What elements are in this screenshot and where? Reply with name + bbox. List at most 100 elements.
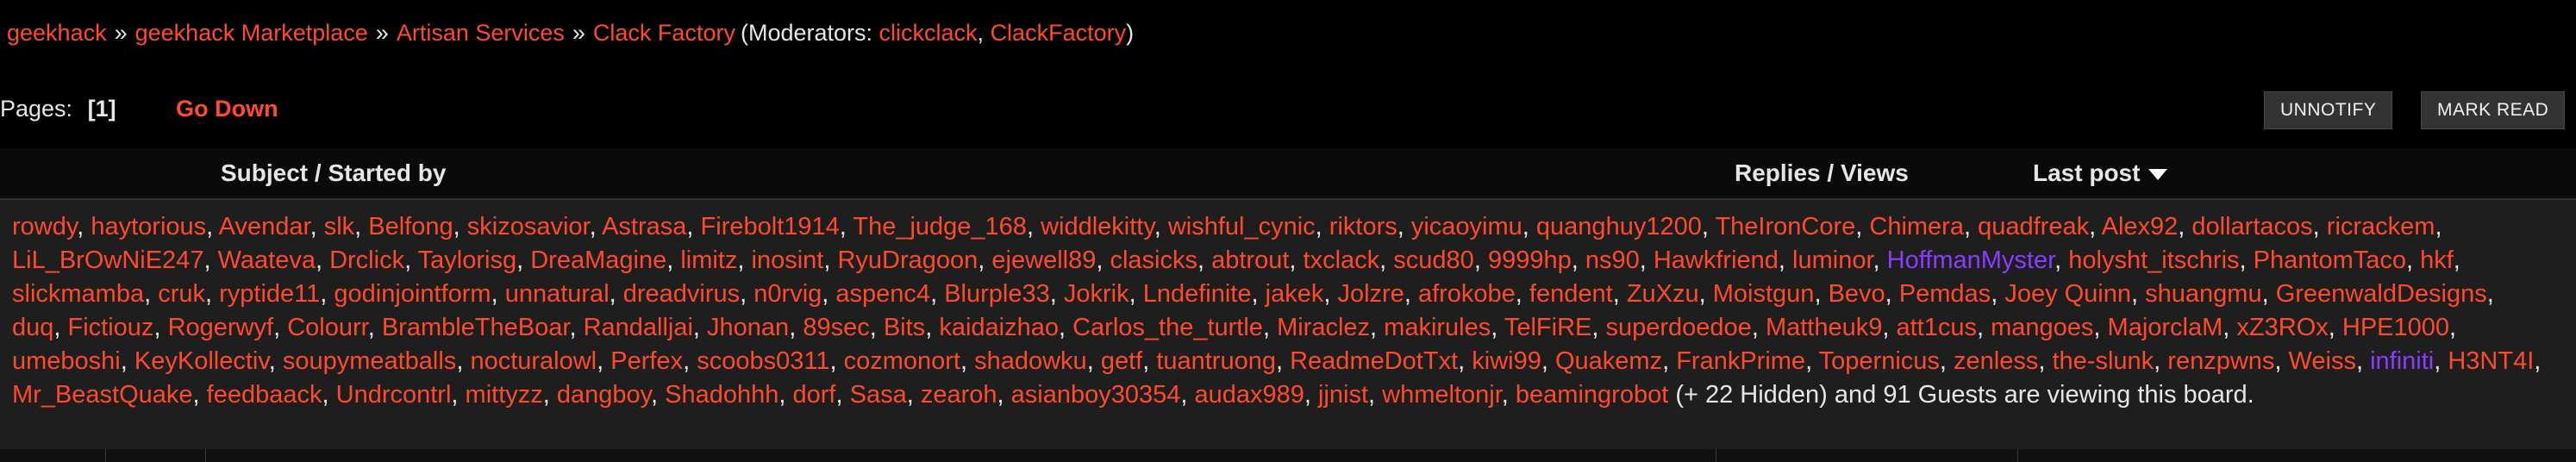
moderator-link-clickclack[interactable]: clickclack	[878, 20, 978, 46]
viewer-user-link[interactable]: PhantomTaco	[2253, 247, 2406, 274]
viewer-user-link[interactable]: Taylorisg	[417, 247, 517, 274]
viewer-user-link[interactable]: feedbaack	[206, 381, 322, 409]
viewer-user-link[interactable]: The_judge_168	[853, 213, 1027, 240]
viewer-user-link[interactable]: Weiss	[2288, 347, 2356, 375]
viewer-user-link[interactable]: Astrasa	[602, 213, 687, 240]
viewer-user-link[interactable]: makirules	[1384, 314, 1491, 341]
viewer-user-link[interactable]: 9999hp	[1487, 247, 1572, 274]
viewer-user-link[interactable]: HoffmanMyster	[1886, 247, 2055, 274]
viewer-user-link[interactable]: LiL_BrOwNiE247	[12, 247, 204, 274]
viewer-user-link[interactable]: n0rvig	[753, 280, 822, 308]
viewer-user-link[interactable]: holysht_itschris	[2068, 247, 2240, 274]
viewer-user-link[interactable]: ejewell89	[991, 247, 1097, 274]
mark-read-button[interactable]: MARK READ	[2421, 91, 2566, 129]
viewer-user-link[interactable]: Fictiouz	[67, 314, 154, 341]
viewer-user-link[interactable]: TheIronCore	[1715, 213, 1856, 240]
breadcrumb-link-clack-factory[interactable]: Clack Factory	[592, 20, 735, 46]
viewer-user-link[interactable]: slk	[323, 213, 355, 240]
breadcrumb-link-marketplace[interactable]: geekhack Marketplace	[134, 20, 368, 46]
viewer-user-link[interactable]: wishful_cynic	[1167, 213, 1316, 240]
viewer-user-link[interactable]: slickmamba	[12, 280, 145, 308]
viewer-user-link[interactable]: ZuXzu	[1626, 280, 1699, 308]
viewer-user-link[interactable]: hkf	[2420, 247, 2454, 274]
viewer-user-link[interactable]: FrankPrime	[1676, 347, 1806, 375]
viewer-user-link[interactable]: whmeltonjr	[1382, 381, 1502, 409]
viewer-user-link[interactable]: H3NT4I	[2448, 347, 2535, 375]
viewer-user-link[interactable]: haytorious	[91, 213, 207, 240]
viewer-user-link[interactable]: zearoh	[920, 381, 997, 409]
viewer-user-link[interactable]: ricrackem	[2326, 213, 2435, 240]
viewer-user-link[interactable]: duq	[12, 314, 54, 341]
viewer-user-link[interactable]: Joey Quinn	[2004, 280, 2132, 308]
viewer-user-link[interactable]: Waateva	[217, 247, 316, 274]
viewer-user-link[interactable]: Mr_BeastQuake	[12, 381, 193, 409]
unnotify-button[interactable]: UNNOTIFY	[2264, 91, 2393, 129]
viewer-user-link[interactable]: afrokobe	[1417, 280, 1516, 308]
viewer-user-link[interactable]: Lndefinite	[1142, 280, 1252, 308]
viewer-user-link[interactable]: KeyKollectiv	[134, 347, 269, 375]
viewer-user-link[interactable]: beamingrobot	[1515, 381, 1669, 409]
viewer-user-link[interactable]: ReadmeDotTxt	[1290, 347, 1459, 375]
go-down-link[interactable]: Go Down	[176, 96, 278, 122]
viewer-user-link[interactable]: Colourr	[287, 314, 368, 341]
viewer-user-link[interactable]: zenless	[1954, 347, 2039, 375]
viewer-user-link[interactable]: yicaoyimu	[1410, 213, 1522, 240]
viewer-user-link[interactable]: Mattheuk9	[1765, 314, 1883, 341]
viewer-user-link[interactable]: Shadohhh	[665, 381, 779, 409]
viewer-user-link[interactable]: ryptide11	[219, 280, 321, 308]
viewer-user-link[interactable]: att1cus	[1896, 314, 1977, 341]
viewer-user-link[interactable]: ns90	[1585, 247, 1640, 274]
viewer-user-link[interactable]: skizosavior	[466, 213, 590, 240]
viewer-user-link[interactable]: Blurple33	[944, 280, 1050, 308]
breadcrumb-link-geekhack[interactable]: geekhack	[7, 20, 107, 46]
viewer-user-link[interactable]: renzpwns	[2167, 347, 2275, 375]
viewer-user-link[interactable]: jjnist	[1318, 381, 1369, 409]
viewer-user-link[interactable]: getf	[1100, 347, 1143, 375]
viewer-user-link[interactable]: Miraclez	[1277, 314, 1371, 341]
viewer-user-link[interactable]: cozmonort	[843, 347, 960, 375]
viewer-user-link[interactable]: HPE1000	[2342, 314, 2450, 341]
viewer-user-link[interactable]: godinjointform	[334, 280, 491, 308]
viewer-user-link[interactable]: BrambleTheBoar	[381, 314, 570, 341]
viewer-user-link[interactable]: cruk	[158, 280, 206, 308]
viewer-user-link[interactable]: unnatural	[504, 280, 610, 308]
viewer-user-link[interactable]: clasicks	[1110, 247, 1197, 274]
viewer-user-link[interactable]: tuantruong	[1156, 347, 1276, 375]
viewer-user-link[interactable]: audax989	[1194, 381, 1304, 409]
viewer-user-link[interactable]: Drclick	[329, 247, 405, 274]
viewer-user-link[interactable]: txclack	[1303, 247, 1380, 274]
viewer-user-link[interactable]: Firebolt1914	[700, 213, 840, 240]
viewer-user-link[interactable]: Pemdas	[1898, 280, 1991, 308]
viewer-user-link[interactable]: rowdy	[12, 213, 78, 240]
sort-subject-header[interactable]: Subject / Started by	[221, 159, 447, 186]
viewer-user-link[interactable]: quadfreak	[1978, 213, 2090, 240]
viewer-user-link[interactable]: Sasa	[849, 381, 907, 409]
viewer-user-link[interactable]: Undrcontrl	[335, 381, 452, 409]
viewer-user-link[interactable]: asianboy30354	[1010, 381, 1181, 409]
viewer-user-link[interactable]: dreadvirus	[622, 280, 741, 308]
viewer-user-link[interactable]: umeboshi	[12, 347, 121, 375]
viewer-user-link[interactable]: Rogerwyf	[167, 314, 274, 341]
viewer-user-link[interactable]: kaidaizhao	[939, 314, 1059, 341]
viewer-user-link[interactable]: the-slunk	[2052, 347, 2154, 375]
moderator-link-clackfactory[interactable]: ClackFactory	[990, 20, 1127, 46]
breadcrumb-link-artisan-services[interactable]: Artisan Services	[396, 20, 565, 46]
viewer-user-link[interactable]: Bits	[883, 314, 926, 341]
viewer-user-link[interactable]: Jokrik	[1063, 280, 1129, 308]
viewer-user-link[interactable]: inosint	[751, 247, 824, 274]
viewer-user-link[interactable]: Bevo	[1828, 280, 1885, 308]
viewer-user-link[interactable]: Perfex	[610, 347, 684, 375]
viewer-user-link[interactable]: Avendar	[218, 213, 310, 240]
viewer-user-link[interactable]: scud80	[1393, 247, 1474, 274]
viewer-user-link[interactable]: superdoedoe	[1605, 314, 1752, 341]
viewer-user-link[interactable]: Carlos_the_turtle	[1072, 314, 1263, 341]
viewer-user-link[interactable]: kiwi99	[1472, 347, 1541, 375]
viewer-user-link[interactable]: infiniti	[2370, 347, 2435, 375]
viewer-user-link[interactable]: soupymeatballs	[282, 347, 457, 375]
viewer-user-link[interactable]: scoobs0311	[697, 347, 830, 375]
viewer-user-link[interactable]: Hawkfriend	[1653, 247, 1779, 274]
viewer-user-link[interactable]: shuangmu	[2145, 280, 2262, 308]
viewer-user-link[interactable]: Topernicus	[1818, 347, 1940, 375]
viewer-user-link[interactable]: aspenc4	[835, 280, 931, 308]
viewer-user-link[interactable]: widdlekitty	[1041, 213, 1154, 240]
